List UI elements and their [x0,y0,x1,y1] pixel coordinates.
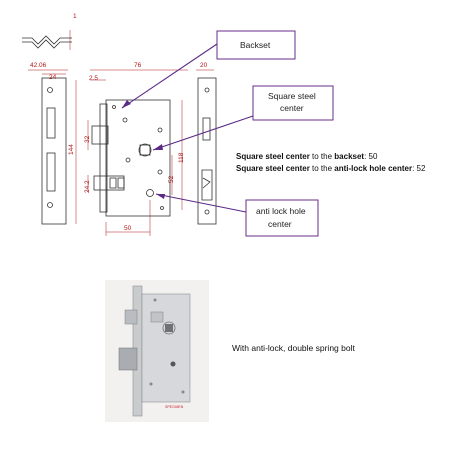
square-steel-callout-box [252,85,334,121]
square-steel-arrow [152,115,254,151]
photo-caption: With anti-lock, double spring bolt [232,343,355,353]
dim-24-2: 24.2 [84,180,91,193]
dim-24: 24 [49,74,57,81]
backset-callout-box [216,30,296,60]
dim-144: 144 [68,144,75,155]
backset-arrowhead [122,100,131,108]
square-steel-callout-line2: center [280,103,304,113]
dim-2-5: 2.5 [89,75,98,82]
dim-50: 50 [124,225,132,232]
note-backset-distance: Square steel center to the backset: 50 [236,152,378,161]
lock-photo: SPECIMEN [105,280,209,422]
dim-20: 20 [200,62,208,69]
note-anti-lock-distance: Square steel center to the anti-lock hol… [236,164,426,173]
dim-52: 52 [168,175,175,183]
photo-label: SPECIMEN [165,405,184,409]
strike-profile [22,30,72,50]
square-steel-callout-line1: Square steel [268,91,316,101]
square-steel-arrowhead [153,144,163,150]
anti-lock-arrowhead [156,194,165,199]
anti-lock-callout-line2: center [268,219,292,229]
anti-lock-callout-line1: anti lock hole [256,206,306,216]
dim-42-06: 42.06 [30,62,47,69]
dim-76: 76 [134,62,142,69]
faceplate-left [41,77,67,225]
lock-body [91,99,171,217]
dim-118: 118 [178,152,185,163]
faceplate-right [197,77,217,225]
anti-lock-callout-box [245,199,319,237]
dim-1: 1 [73,13,77,20]
backset-arrow [121,43,218,109]
anti-lock-arrow [155,193,247,213]
dim-32: 32 [84,135,91,143]
backset-callout-label: Backset [240,40,271,50]
